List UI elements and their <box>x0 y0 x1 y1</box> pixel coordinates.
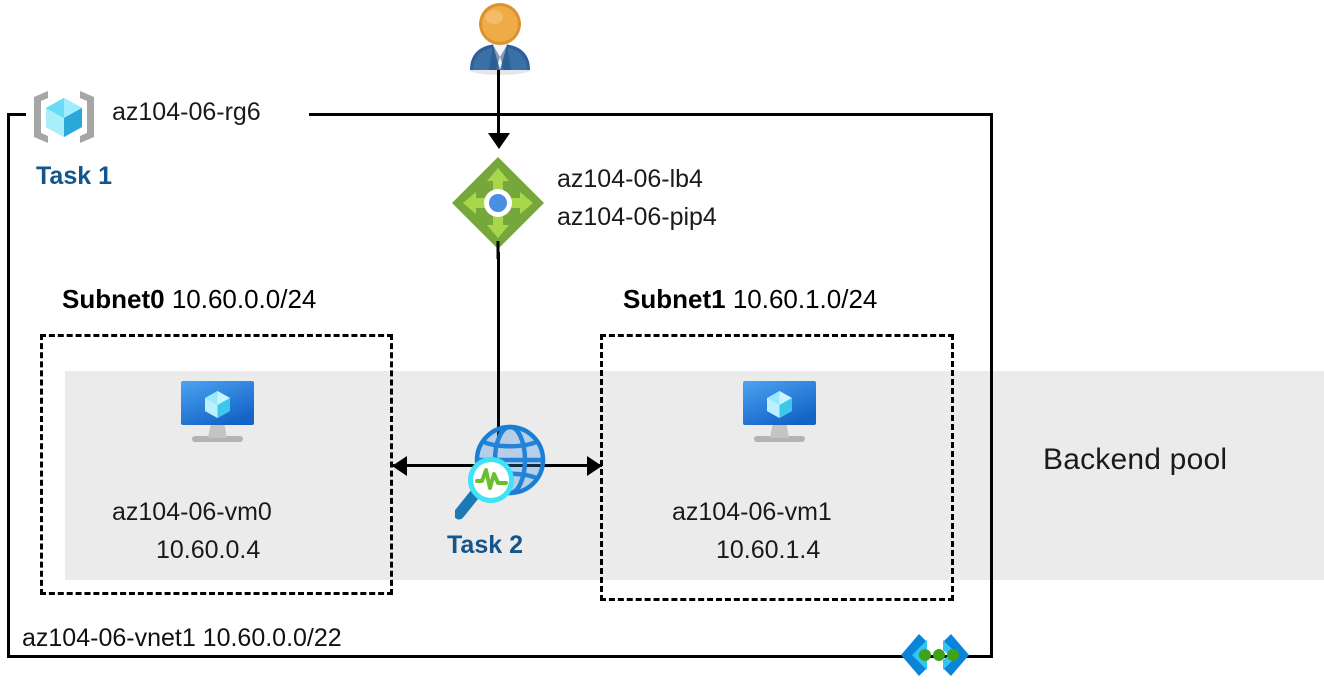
subnet0-name: Subnet0 <box>62 284 165 314</box>
network-watcher-icon <box>453 422 555 524</box>
task-2-label: Task 2 <box>447 531 523 559</box>
subnet0-label: Subnet0 10.60.0.0/24 <box>62 284 316 315</box>
resource-group-label-notch <box>26 104 309 126</box>
resource-group-boundary <box>7 113 993 658</box>
arrowhead-left-to-subnet0 <box>392 456 407 476</box>
arrowhead-down-to-loadbalancer <box>488 133 510 149</box>
vm1-name-label: az104-06-vm1 <box>672 498 832 526</box>
subnet1-cidr: 10.60.1.0/24 <box>732 284 878 314</box>
connector-loadbalancer-to-networkwatcher <box>497 252 500 437</box>
subnet1-name: Subnet1 <box>623 284 726 314</box>
load-balancer-name-label: az104-06-lb4 <box>557 165 703 193</box>
public-ip-name-label: az104-06-pip4 <box>557 203 717 231</box>
task-1-label: Task 1 <box>36 162 112 190</box>
resource-group-name-label: az104-06-rg6 <box>112 98 261 126</box>
arrowhead-right-to-subnet1 <box>587 456 602 476</box>
subnet0-boundary <box>40 334 393 595</box>
virtual-machine-icon <box>737 378 822 456</box>
backend-pool-band <box>65 371 1324 580</box>
virtual-machine-icon <box>175 378 260 456</box>
load-balancer-icon <box>448 155 548 263</box>
vm1-ip-label: 10.60.1.4 <box>716 536 821 564</box>
connector-user-to-loadbalancer <box>497 52 500 138</box>
subnet0-cidr: 10.60.0.0/24 <box>171 284 317 314</box>
subnet1-label: Subnet1 10.60.1.0/24 <box>623 284 877 315</box>
vm0-name-label: az104-06-vm0 <box>112 498 272 526</box>
virtual-network-icon <box>895 630 975 680</box>
resource-group-icon <box>30 88 98 146</box>
vnet-label: az104-06-vnet1 10.60.0.0/22 <box>22 624 342 652</box>
user-icon <box>460 0 540 80</box>
vm0-ip-label: 10.60.0.4 <box>156 536 261 564</box>
backend-pool-label: Backend pool <box>1043 443 1228 476</box>
